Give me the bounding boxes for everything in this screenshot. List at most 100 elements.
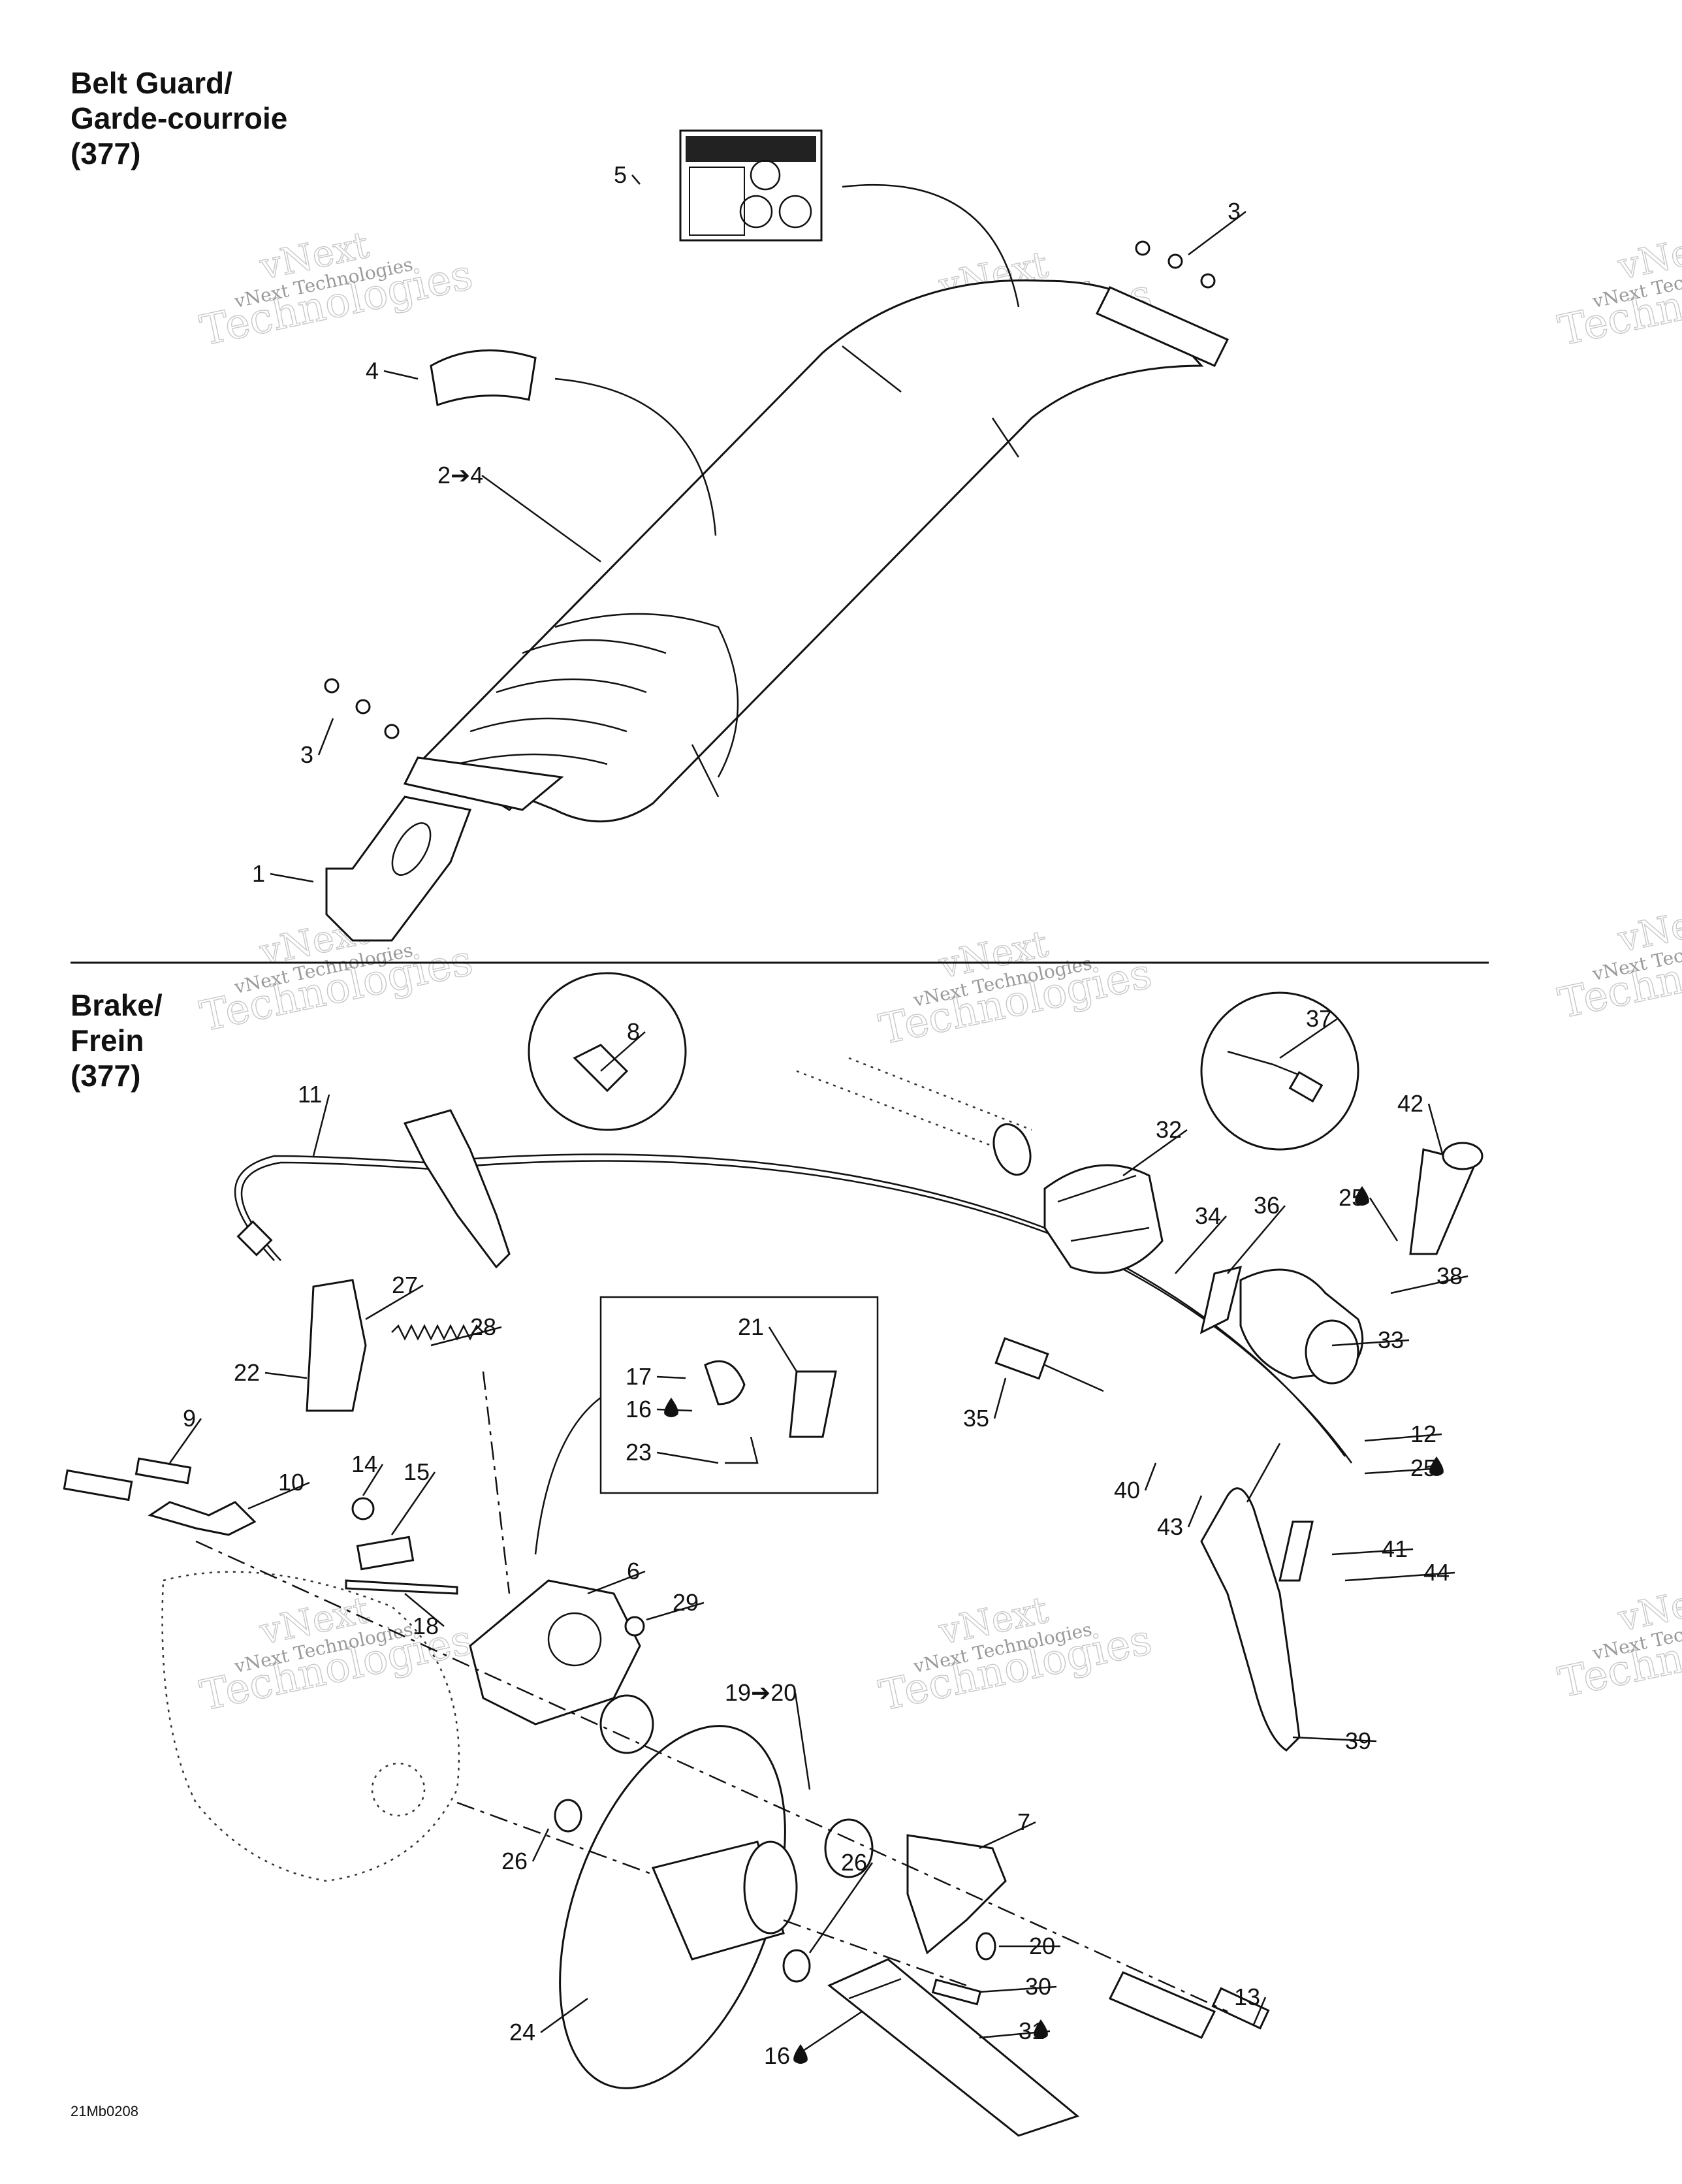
callout-number: 17 [626, 1363, 652, 1390]
callout-brake-20: 14 [351, 1451, 384, 1496]
callout-number: 16 [764, 2042, 790, 2069]
callout-number: 15 [404, 1458, 430, 1485]
callout-brake-33: 7 [979, 1808, 1036, 1850]
callout-leader-line [795, 2010, 863, 2057]
callout-brake-17: 9 [168, 1405, 202, 1464]
callout-leader-line [1175, 1215, 1227, 1274]
callout-brake-13: 16 [626, 1396, 693, 1422]
callout-brake-38: 13 [1234, 1983, 1267, 2025]
callout-brake-18: 23 [626, 1439, 719, 1466]
callout-number: 6 [627, 1558, 640, 1584]
callout-leader-line [600, 1031, 646, 1072]
callout-number: 13 [1234, 1983, 1260, 2010]
callout-leader-line [168, 1418, 202, 1464]
callout-brake-14: 33 [1331, 1326, 1410, 1353]
callout-number: 11 [298, 1081, 322, 1108]
callout-leader-line [540, 1997, 588, 2034]
figure-code: 21Mb0208 [71, 2103, 138, 2119]
callout-belt-1: 3 [1188, 198, 1246, 255]
callout-number: 18 [413, 1613, 439, 1639]
callout-brake-27: 44 [1344, 1559, 1455, 1586]
callout-number: 32 [1156, 1116, 1182, 1143]
callout-leader-line [1364, 1433, 1442, 1442]
callout-brake-10: 28 [430, 1313, 502, 1347]
section-title-brake: Brake/ Frein (377) [71, 988, 163, 1093]
detail-circle-37 [1200, 991, 1359, 1151]
belt-guard-group [324, 129, 1230, 942]
callout-number: 43 [1157, 1513, 1183, 1540]
callout-number: 14 [351, 1451, 377, 1477]
nuts-group-top [1135, 240, 1216, 289]
callout-brake-28: 6 [587, 1558, 646, 1595]
callout-brake-32: 39 [1292, 1727, 1377, 1754]
callout-leader-line [1227, 1205, 1286, 1274]
callout-leader-line [1144, 1462, 1157, 1491]
callout-number: 4 [366, 357, 379, 384]
callout-number: 22 [234, 1359, 260, 1386]
callout-brake-29: 29 [646, 1589, 705, 1621]
callout-number: 8 [627, 1018, 640, 1045]
callout-number: 16 [626, 1396, 652, 1422]
callout-number: 34 [1195, 1202, 1221, 1229]
callout-number: 3 [1228, 198, 1241, 225]
lubricant-drop-icon [664, 1398, 678, 1417]
callout-brake-16: 35 [963, 1377, 1007, 1432]
callout-brake-12: 17 [626, 1363, 686, 1390]
callout-number: 44 [1423, 1559, 1450, 1586]
callout-leader-line [1427, 1103, 1444, 1157]
callout-leader-line [317, 718, 334, 756]
belt-guard-cover [403, 279, 1230, 823]
callout-number: 2➔4 [437, 462, 483, 489]
brake-group [63, 972, 1484, 2137]
callout-number: 3 [300, 741, 313, 768]
callout-brake-31: 19➔20 [725, 1679, 811, 1790]
callout-brake-41: 16 [764, 2010, 863, 2069]
callout-belt-0: 5 [614, 161, 641, 188]
callout-number: 39 [1345, 1727, 1371, 1754]
lubricant-drop-icon [1429, 1456, 1444, 1476]
callout-brake-7: 36 [1227, 1192, 1286, 1274]
callout-leader-line [1252, 1997, 1267, 2025]
callout-number: 1 [252, 860, 265, 887]
callout-leader-line [1279, 1018, 1338, 1059]
callout-number: 42 [1397, 1090, 1423, 1117]
callout-leader-line [365, 1284, 424, 1321]
callout-brake-19: 12 [1364, 1421, 1442, 1447]
callout-belt-2: 4 [366, 357, 419, 384]
callout-leader-line [1390, 1275, 1468, 1294]
callout-leader-line [1369, 1197, 1399, 1242]
callout-leader-line [656, 1375, 686, 1379]
callout-leader-line [631, 174, 641, 185]
callout-number: 40 [1114, 1477, 1140, 1503]
callout-leader-line [481, 474, 601, 563]
callout-leader-line [808, 1862, 874, 1953]
callout-leader-line [430, 1326, 502, 1347]
callout-brake-5: 25 [1339, 1184, 1399, 1242]
warning-decal-small [430, 349, 537, 406]
callout-brake-1: 37 [1279, 1005, 1338, 1059]
callout-number: 26 [501, 1848, 528, 1874]
callout-brake-21: 15 [390, 1458, 436, 1535]
callout-leader-line [270, 873, 314, 883]
lubricant-drop-icon [1034, 2019, 1048, 2039]
callout-leader-line [1188, 211, 1246, 255]
callout-leader-line [404, 1593, 445, 1627]
callout-leader-line [264, 1372, 308, 1379]
callout-brake-35: 26 [808, 1849, 874, 1953]
callout-leader-line [1187, 1495, 1203, 1528]
callout-leader-line [587, 1570, 646, 1595]
callout-number: 21 [738, 1313, 764, 1340]
callout-leader-line [390, 1471, 436, 1535]
belt-guard-bracket [325, 795, 472, 942]
callout-leader-line [1331, 1339, 1410, 1347]
callout-leader-line [1292, 1736, 1377, 1742]
callout-leader-line [979, 1821, 1036, 1850]
callout-number: 27 [392, 1272, 418, 1298]
section-title-belt-guard: Belt Guard/ Garde-courroie (377) [71, 66, 288, 170]
callout-number: 35 [963, 1405, 989, 1432]
